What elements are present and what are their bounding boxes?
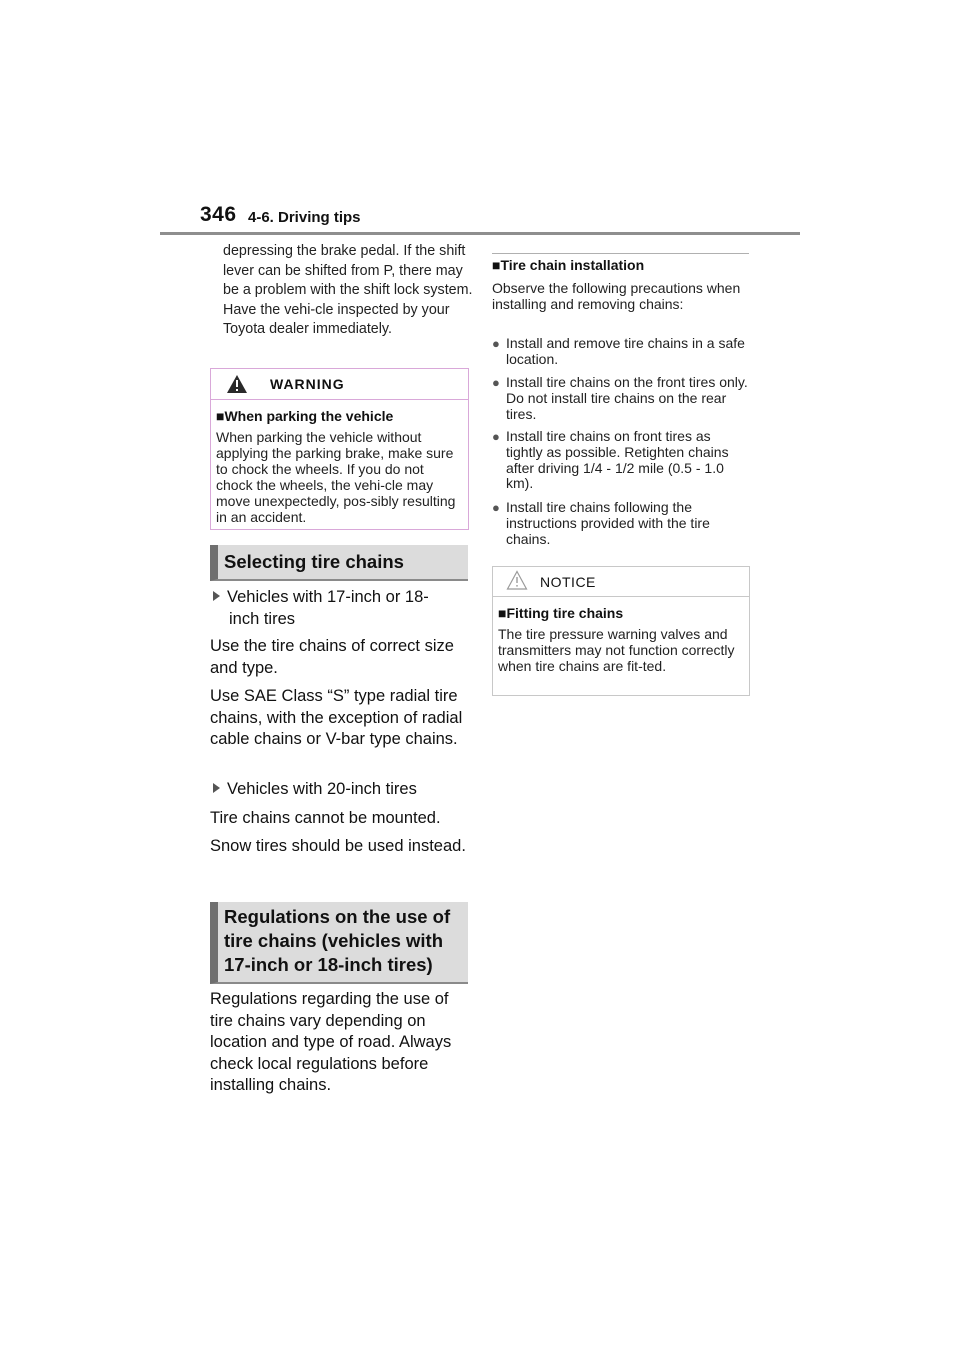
list-item: ● Install tire chains on front tires as t… [492, 428, 749, 492]
bullet-text-line1: Vehicles with 17-inch or 18- [227, 588, 429, 606]
intro-paragraph: depressing the brake pedal. If the shift… [223, 243, 473, 338]
bullet-text: Vehicles with 20-inch tires [227, 780, 417, 798]
installation-intro: Observe the following precautions when i… [492, 280, 741, 312]
warning-box: WARNING ■When parking the vehicle When p… [210, 368, 469, 530]
warning-subheading-text: When parking the vehicle [224, 408, 394, 424]
paragraph-regulations: Regulations regarding the use of tire ch… [210, 990, 452, 1094]
bullet-dot-icon: ● [492, 336, 500, 351]
bullet-dot-icon: ● [492, 429, 500, 444]
bullet-20-inch: Vehicles with 20-inch tires [213, 779, 463, 801]
warning-header: WARNING [211, 369, 468, 400]
heading-text: Regulations on the use of tire chains (v… [224, 906, 451, 975]
notice-subheading: ■Fitting tire chains [498, 605, 624, 621]
heading-text: Selecting tire chains [224, 551, 404, 572]
warning-icon [227, 375, 247, 393]
bullet-dot-icon: ● [492, 375, 500, 390]
notice-box: NOTICE ■Fitting tire chains The tire pre… [492, 566, 750, 696]
list-item: ● Install tire chains on the front tires … [492, 374, 749, 422]
paragraph-sae-class: Use SAE Class “S” type radial tire chain… [210, 687, 463, 748]
warning-subheading: ■When parking the vehicle [216, 408, 394, 424]
list-item-text: Install tire chains following the instru… [506, 499, 710, 547]
triangle-bullet-icon [213, 591, 220, 601]
list-item-text: Install tire chains on front tires as ti… [506, 428, 729, 492]
notice-header: NOTICE [493, 567, 749, 597]
list-item: ● Install and remove tire chains in a saf… [492, 335, 749, 368]
notice-subheading-text: Fitting tire chains [506, 605, 624, 621]
notice-text: The tire pressure warning valves and tra… [498, 626, 735, 674]
list-item-text: Install and remove tire chains in a safe… [506, 335, 745, 367]
warning-text: When parking the vehicle without applyin… [216, 429, 456, 525]
bullet-text-line2: inch tires [229, 609, 296, 628]
warning-label: WARNING [270, 376, 345, 392]
installation-subheading-text: Tire chain installation [500, 257, 645, 273]
list-item: ● Install tire chains following the instr… [492, 499, 749, 547]
list-item-text: Install tire chains on the front tires o… [506, 374, 748, 422]
header-divider [160, 232, 800, 235]
notice-label: NOTICE [540, 574, 596, 590]
paragraph-cannot-mount: Tire chains cannot be mounted. [210, 809, 441, 827]
heading-selecting-tire-chains: Selecting tire chains [210, 545, 468, 581]
section-title: 4-6. Driving tips [248, 209, 361, 226]
right-divider [492, 253, 749, 254]
triangle-bullet-icon [213, 783, 220, 793]
installation-subheading: ■Tire chain installation [492, 257, 645, 273]
heading-regulations: Regulations on the use of tire chains (v… [210, 902, 468, 984]
caution-icon [506, 570, 528, 590]
page-number: 346 [200, 203, 237, 226]
paragraph-snow-tires: Snow tires should be used instead. [210, 837, 466, 855]
paragraph-correct-size: Use the tire chains of correct size and … [210, 637, 454, 677]
bullet-dot-icon: ● [492, 500, 500, 515]
bullet-17-18-inch: Vehicles with 17-inch or 18- inch tires [213, 587, 463, 630]
